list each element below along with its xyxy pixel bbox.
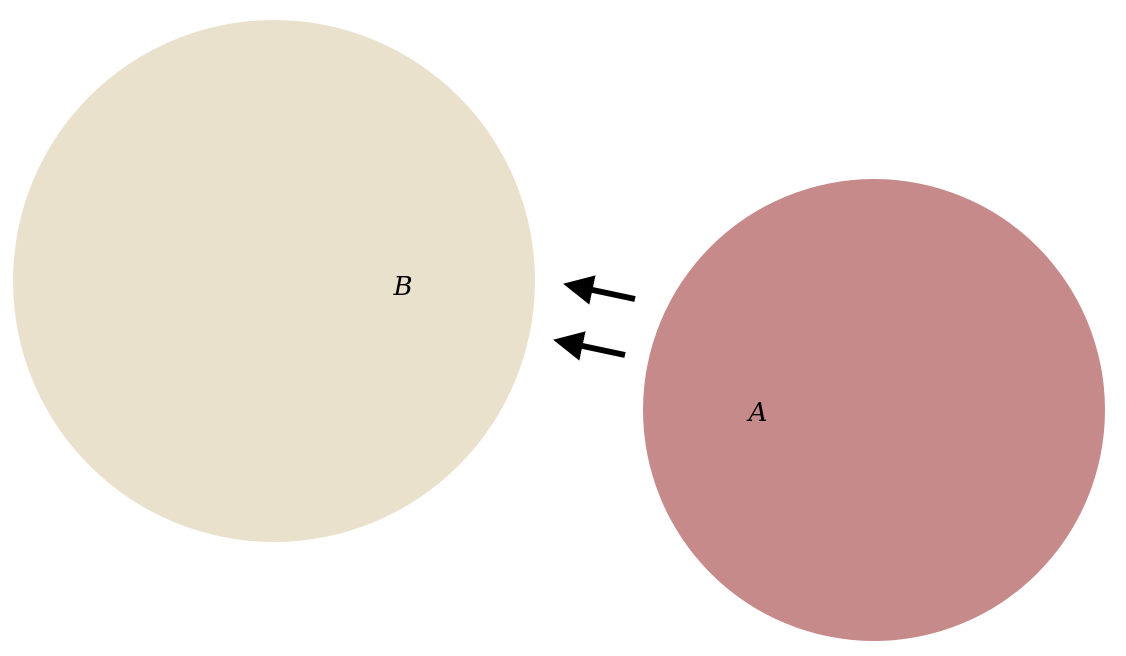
arrow-lower bbox=[553, 331, 626, 361]
circle-a bbox=[643, 179, 1105, 641]
circle-b-label: B bbox=[392, 272, 412, 302]
arrow-upper bbox=[563, 275, 636, 305]
circle-a-label: A bbox=[747, 398, 768, 428]
circle-b bbox=[13, 20, 535, 542]
